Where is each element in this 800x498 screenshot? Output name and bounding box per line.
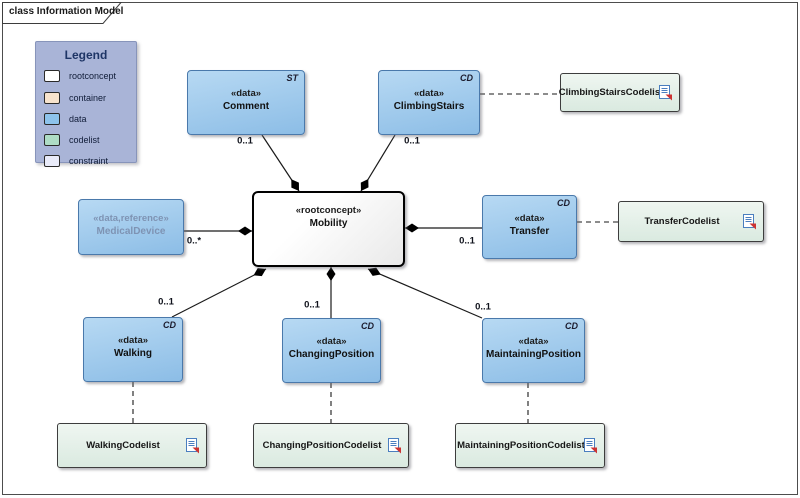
- legend-label: container: [69, 93, 107, 103]
- node-tag: CD: [460, 73, 473, 83]
- dashed-dependency-lines[interactable]: [132, 93, 618, 423]
- node-name: ChangingPosition: [288, 349, 375, 360]
- node-walking-codelist[interactable]: WalkingCodelist: [57, 423, 207, 468]
- diamond-icon: [405, 223, 419, 233]
- diamond-icon: [291, 179, 299, 191]
- legend-item-rootconcept: rootconcept: [44, 69, 116, 83]
- rootconcept-swatch: [44, 70, 60, 82]
- node-maintaining-position[interactable]: CD «data» MaintainingPosition: [482, 318, 585, 383]
- legend-item-container: container: [44, 91, 106, 105]
- node-name: MaintainingPosition: [486, 349, 581, 360]
- diamond-icon: [368, 267, 381, 276]
- codelist-document-icon: [388, 437, 401, 453]
- connector-maintainingposition-mobility: [367, 268, 483, 319]
- diamond-icon: [326, 267, 336, 281]
- node-name: ClimbingStairsCodelist: [558, 87, 664, 98]
- diagram-tab-title: class Information Model: [9, 6, 124, 17]
- diamond-icon: [253, 268, 266, 277]
- node-stereotype: «rootconcept»: [295, 205, 362, 216]
- legend-label: codelist: [69, 135, 100, 145]
- multiplicity-label: 0..1: [237, 135, 253, 147]
- node-comment[interactable]: ST «data» Comment: [187, 70, 305, 135]
- node-changing-position-codelist[interactable]: ChangingPositionCodelist: [253, 423, 409, 468]
- node-climbing-stairs[interactable]: CD «data» ClimbingStairs: [378, 70, 480, 135]
- codelist-document-icon: [186, 437, 199, 453]
- node-name: MedicalDevice: [96, 226, 166, 237]
- node-name: Walking: [114, 348, 152, 359]
- node-name: Comment: [222, 101, 270, 112]
- multiplicity-label: 0..1: [459, 235, 475, 247]
- node-tag: CD: [565, 321, 578, 331]
- node-name: Mobility: [309, 218, 348, 229]
- node-maintaining-position-codelist[interactable]: MaintainingPositionCodelist: [455, 423, 605, 468]
- data-swatch: [44, 113, 60, 125]
- constraint-swatch: [44, 155, 60, 167]
- node-name: MaintainingPositionCodelist: [457, 440, 585, 451]
- node-walking[interactable]: CD «data» Walking: [83, 317, 183, 382]
- node-name: ClimbingStairs: [393, 101, 465, 112]
- node-stereotype: «data»: [230, 88, 262, 99]
- node-name: Transfer: [509, 226, 550, 237]
- node-stereotype: «data,reference»: [93, 213, 169, 224]
- legend-label: data: [69, 114, 87, 124]
- diagram-tab-shape: [2, 2, 123, 24]
- legend-title: Legend: [64, 48, 108, 62]
- node-climbing-stairs-codelist[interactable]: ClimbingStairsCodelist: [558, 73, 680, 112]
- node-changing-position[interactable]: CD «data» ChangingPosition: [282, 318, 381, 383]
- node-stereotype: «data»: [514, 213, 545, 224]
- node-tag: CD: [361, 321, 374, 331]
- node-medical-device[interactable]: «data,reference» MedicalDevice: [78, 199, 184, 255]
- node-stereotype: «data»: [316, 336, 347, 347]
- multiplicity-label: 0..1: [158, 296, 174, 308]
- node-stereotype: «data»: [518, 336, 549, 347]
- legend-item-constraint: constraint: [44, 154, 108, 168]
- codelist-swatch: [44, 134, 60, 146]
- container-swatch: [44, 92, 60, 104]
- multiplicity-label: 0..1: [475, 301, 491, 313]
- node-tag: ST: [286, 73, 298, 83]
- codelist-document-icon: [743, 213, 756, 229]
- node-name: WalkingCodelist: [86, 440, 160, 451]
- node-tag: CD: [557, 198, 570, 208]
- multiplicity-label: 0..*: [186, 235, 202, 247]
- node-transfer[interactable]: CD «data» Transfer: [482, 195, 577, 259]
- node-name: ChangingPositionCodelist: [262, 440, 382, 451]
- node-name: TransferCodelist: [644, 216, 720, 227]
- legend-label: constraint: [69, 156, 109, 166]
- node-stereotype: «data»: [413, 88, 445, 99]
- multiplicity-label: 0..1: [404, 135, 420, 147]
- legend-item-data: data: [44, 112, 87, 126]
- diamond-icon: [360, 179, 369, 191]
- node-stereotype: «data»: [117, 335, 149, 346]
- connector-walking-mobility: [171, 268, 267, 318]
- legend-item-codelist: codelist: [44, 133, 100, 147]
- node-transfer-codelist[interactable]: TransferCodelist: [618, 201, 764, 242]
- legend-label: rootconcept: [69, 71, 117, 81]
- codelist-document-icon: [584, 437, 597, 453]
- legend-panel: Legend rootconcept container data codeli…: [35, 41, 137, 167]
- multiplicity-label: 0..1: [304, 299, 320, 311]
- composition-diamonds: [238, 179, 419, 281]
- diamond-icon: [238, 226, 252, 236]
- node-tag: CD: [163, 320, 176, 330]
- codelist-document-icon: [659, 84, 672, 100]
- node-mobility[interactable]: «rootconcept» Mobility: [252, 191, 405, 267]
